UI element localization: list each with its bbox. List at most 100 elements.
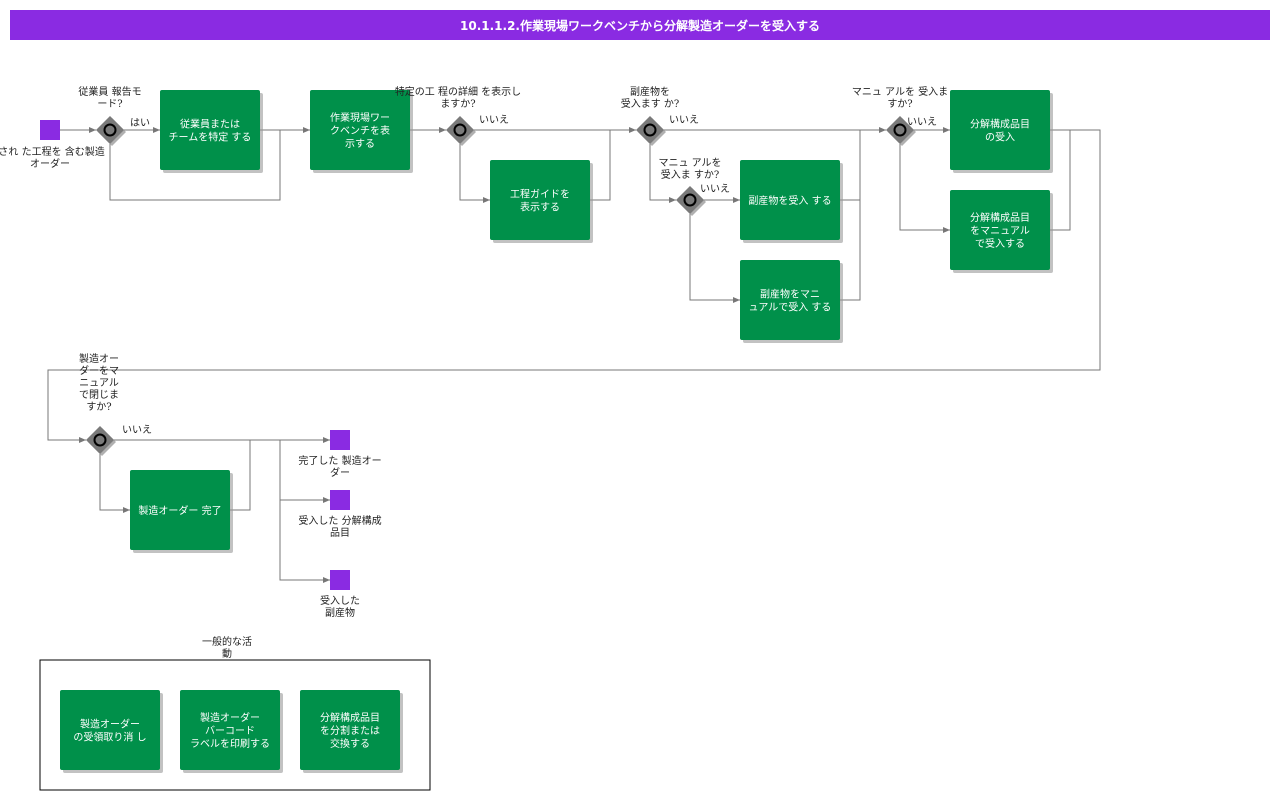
common-activities-group	[39, 659, 431, 791]
gateway-question: マニュ アルを	[658, 157, 721, 169]
end-event-completed-order[interactable]	[330, 430, 350, 450]
flow-g3-g4	[649, 144, 676, 203]
sequence-flows	[47, 127, 1101, 583]
task-show-workbench-label: クベンチを表	[330, 124, 390, 137]
common-activity-task-label: 製造オーダー	[80, 718, 140, 731]
gateway-ring-icon	[453, 123, 467, 137]
common-activities-title: 動	[222, 647, 232, 660]
gateway-question: 受入ます か?	[621, 98, 680, 110]
gateway-question: 特定の工 程の詳細 を表示し	[395, 85, 521, 98]
gateway-question: 従業員 報告モ	[78, 85, 141, 98]
task-receive-component-label: 分解構成品目	[970, 118, 1030, 131]
flow-complete-merge	[230, 440, 251, 511]
task-complete-order[interactable]: 製造オーダー 完了	[130, 470, 233, 553]
flow-comp-manual-merge	[1050, 130, 1071, 231]
common-activity-task-label: 分解構成品目	[320, 711, 380, 724]
flow-label: いいえ	[669, 114, 699, 126]
task-show-operation-guide-label: 工程ガイドを	[510, 189, 570, 201]
gateway-employee-report-mode[interactable]	[96, 116, 126, 146]
diagram-title: 10.1.1.2.作業現場ワークベンチから分解製造オーダーを受入する	[10, 10, 1270, 40]
flow-g2-guide	[459, 144, 490, 203]
end-event-label: 受入した	[320, 595, 360, 607]
gateway-question: ニュアル	[79, 378, 119, 389]
task-receive-component-manual-label: 分解構成品目	[970, 211, 1030, 224]
task-show-workbench-label: 示する	[345, 138, 375, 150]
task-show-operation-guide-label: 表示する	[520, 201, 560, 214]
task-complete-order-label: 製造オーダー 完了	[138, 504, 221, 517]
gateway-question: 製造オー	[79, 352, 119, 365]
end-event-label: 受入した 分解構成	[298, 514, 381, 527]
start-event-label: ïされ た工程を 含む製造	[0, 145, 105, 158]
flow-byp-manual-merge	[840, 130, 861, 301]
end-event-label: ダー	[330, 466, 350, 479]
task-receive-component-manual-label: をマニュアル	[970, 225, 1030, 237]
gateway-receive-component-manual[interactable]	[886, 116, 916, 146]
common-activity-task-label: の受領取り消 し	[73, 731, 146, 744]
flow-to-e2	[279, 440, 330, 503]
flow-label: いいえ	[700, 183, 730, 195]
flow-g6-complete	[99, 454, 130, 513]
gateway-receive-byproduct-manual[interactable]	[676, 186, 706, 216]
gateway-question: マニュ アルを 受入ま	[852, 86, 948, 98]
gateway-close-order-manual[interactable]	[86, 426, 116, 456]
task-receive-component-manual-label: で受入する	[975, 238, 1025, 250]
flow-g4-byp-manual	[689, 214, 740, 303]
gateway-question: ード?	[97, 99, 122, 110]
gateway-ring-icon	[103, 123, 117, 137]
task-identify-employee-team-label: 従業員または	[180, 118, 240, 131]
start-event[interactable]	[40, 120, 60, 140]
diagram-nodes: ïされ た工程を 含む製造オーダー従業員 報告モード?はい従業員またはチームを特…	[0, 85, 1053, 791]
common-activity-task-label: バーコード	[205, 725, 255, 737]
gateway-ring-icon	[643, 123, 657, 137]
end-event-label: 品目	[330, 527, 350, 539]
end-event-label: 完了した 製造オー	[298, 454, 381, 467]
flow-label: いいえ	[479, 114, 509, 126]
task-receive-byproduct-manual-label: 副産物をマニ	[760, 288, 820, 301]
common-activity-task-label: 製造オーダー	[200, 711, 260, 724]
gateway-question: で閉じま	[79, 389, 119, 401]
task-show-workbench-label: 作業現場ワー	[330, 111, 390, 124]
common-activities-title: 一般的な活	[202, 635, 252, 648]
task-receive-byproduct-label: 副産物を受入 する	[748, 194, 831, 207]
end-event-label: 副産物	[325, 606, 355, 619]
gateway-receive-byproduct[interactable]	[636, 116, 666, 146]
flow-label: いいえ	[122, 424, 152, 436]
gateway-ring-icon	[893, 123, 907, 137]
gateway-question: 副産物を	[630, 85, 670, 98]
flow-g5-comp-manual	[899, 144, 950, 233]
gateway-question: ダーをマ	[79, 364, 119, 377]
gateway-question: 受入ま すか?	[661, 169, 720, 181]
gateway-ring-icon	[93, 433, 107, 447]
flow-label: いいえ	[907, 116, 937, 128]
flow-g1-bypass	[109, 130, 281, 201]
end-event-received-byproduct[interactable]	[330, 570, 350, 590]
common-activity-task-label: 交換する	[330, 737, 370, 750]
flow-label: はい	[130, 117, 150, 129]
common-activity-task-label: ラベルを印刷する	[190, 738, 270, 750]
task-receive-byproduct[interactable]: 副産物を受入 する	[740, 160, 843, 243]
flow-guide-merge	[590, 130, 611, 201]
flow-comp-g6	[47, 129, 1101, 443]
end-event-received-component[interactable]	[330, 490, 350, 510]
common-activity-task-label: を分割または	[320, 724, 380, 737]
gateway-ring-icon	[683, 193, 697, 207]
gateway-show-operation-details[interactable]	[446, 116, 476, 146]
task-receive-byproduct-manual-label: ュアルで受入 する	[749, 302, 832, 314]
task-receive-component-label: の受入	[985, 132, 1015, 144]
gateway-question: ますか?	[440, 98, 475, 110]
gateway-question: すか?	[86, 401, 111, 413]
task-identify-employee-team-label: チームを特定 する	[169, 131, 252, 144]
flow-to-e3	[279, 500, 330, 583]
gateway-question: すか?	[887, 98, 912, 110]
start-event-label: オーダー	[30, 157, 70, 170]
